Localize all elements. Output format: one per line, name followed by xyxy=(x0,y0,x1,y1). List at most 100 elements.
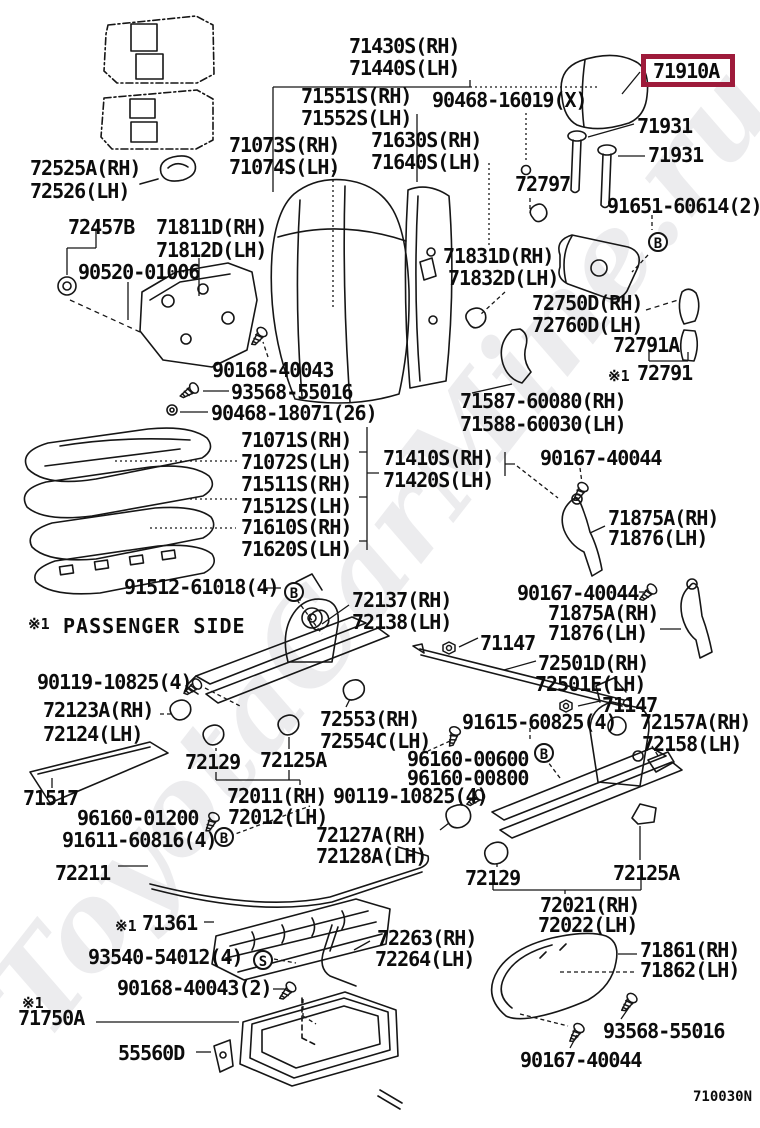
part-label[interactable]: 71876(LH) xyxy=(548,621,648,645)
part-label[interactable]: 93568-55016 xyxy=(231,380,353,404)
part-label[interactable]: 72750D(RH) xyxy=(532,291,643,315)
part-label[interactable]: 71071S(RH) xyxy=(241,428,352,452)
part-label[interactable]: 72760D(LH) xyxy=(532,313,643,337)
part-label[interactable]: 71875A(RH) xyxy=(608,506,719,530)
diagram-code: 710030N xyxy=(693,1089,753,1105)
fastener-marker-b: B xyxy=(284,582,304,602)
part-label[interactable]: 71552S(LH) xyxy=(301,106,412,130)
part-label[interactable]: 71875A(RH) xyxy=(548,601,659,625)
part-label[interactable]: 71073S(RH) xyxy=(229,133,340,157)
part-label[interactable]: 72211 xyxy=(55,861,111,885)
part-label[interactable]: 91615-60825(4) xyxy=(462,710,618,734)
part-label[interactable]: 96160-00800 xyxy=(407,766,529,790)
part-label[interactable]: 71832D(LH) xyxy=(448,266,559,290)
part-label[interactable]: 72791A xyxy=(613,333,680,357)
part-label[interactable]: 72501E(LH) xyxy=(535,672,646,696)
part-label[interactable]: 71811D(RH) xyxy=(156,215,267,239)
part-label-highlighted[interactable]: 71910A xyxy=(653,59,720,83)
ref-mark: ※1 xyxy=(115,917,137,935)
part-label[interactable]: 90119-10825(4) xyxy=(37,670,193,694)
part-label[interactable]: 72124(LH) xyxy=(43,722,143,746)
part-label[interactable]: 96160-00600 xyxy=(407,747,529,771)
part-label[interactable]: 71812D(LH) xyxy=(156,238,267,262)
part-label[interactable]: 71551S(RH) xyxy=(301,84,412,108)
part-label[interactable]: 72157A(RH) xyxy=(640,710,751,734)
part-label[interactable]: 96160-01200 xyxy=(77,806,199,830)
part-label[interactable]: 90468-16019(X) xyxy=(432,88,588,112)
part-label[interactable]: 72554C(LH) xyxy=(320,729,431,753)
part-label[interactable]: 71588-60030(LH) xyxy=(460,412,627,436)
part-label[interactable]: 72011(RH) xyxy=(227,784,327,808)
part-label[interactable]: 71610S(RH) xyxy=(241,515,352,539)
part-label[interactable]: 71876(LH) xyxy=(608,526,708,550)
part-label[interactable]: 90119-10825(4) xyxy=(333,784,489,808)
part-label[interactable]: 72129 xyxy=(185,750,241,774)
part-label[interactable]: 71861(RH) xyxy=(640,938,740,962)
part-label[interactable]: 71517 xyxy=(23,786,79,810)
part-label[interactable]: 91651-60614(2) xyxy=(607,194,760,218)
part-label[interactable]: 71147 xyxy=(602,693,658,717)
part-label[interactable]: 71511S(RH) xyxy=(241,472,352,496)
part-label[interactable]: 72129 xyxy=(465,866,521,890)
part-label[interactable]: 72021(RH) xyxy=(540,893,640,917)
part-label[interactable]: 90167-40044 xyxy=(540,446,662,470)
part-label[interactable]: 72553(RH) xyxy=(320,707,420,731)
part-label[interactable]: 72128A(LH) xyxy=(316,844,427,868)
ref-mark: ※1 xyxy=(608,367,630,385)
part-label[interactable]: 72138(LH) xyxy=(352,610,452,634)
part-label[interactable]: 71512S(LH) xyxy=(241,494,352,518)
part-label[interactable]: 71420S(LH) xyxy=(383,468,494,492)
part-label[interactable]: 72012(LH) xyxy=(228,805,328,829)
part-label[interactable]: 72501D(RH) xyxy=(538,651,649,675)
part-label[interactable]: 71410S(RH) xyxy=(383,446,494,470)
part-label[interactable]: 71630S(RH) xyxy=(371,128,482,152)
part-label[interactable]: 72022(LH) xyxy=(538,913,638,937)
part-label[interactable]: 90167-40044 xyxy=(520,1048,642,1072)
part-label[interactable]: 72797 xyxy=(515,172,571,196)
part-label[interactable]: 90520-01006 xyxy=(78,260,200,284)
part-label[interactable]: 55560D xyxy=(118,1041,185,1065)
part-label[interactable]: 72264(LH) xyxy=(375,947,475,971)
part-label[interactable]: 93540-54012(4) xyxy=(88,945,244,969)
part-label[interactable]: 71587-60080(RH) xyxy=(460,389,627,413)
part-label[interactable]: 90167-40044 xyxy=(517,581,639,605)
part-label[interactable]: 71931 xyxy=(648,143,704,167)
part-label[interactable]: 72125A xyxy=(613,861,680,885)
part-label[interactable]: 71931 xyxy=(637,114,693,138)
part-label[interactable]: 91512-61018(4) xyxy=(124,575,280,599)
part-label[interactable]: 72526(LH) xyxy=(30,179,130,203)
part-label[interactable]: 72263(RH) xyxy=(377,926,477,950)
part-label[interactable]: 71640S(LH) xyxy=(371,150,482,174)
part-label[interactable]: 90468-18071(26) xyxy=(211,401,378,425)
part-label[interactable]: 72158(LH) xyxy=(642,732,742,756)
passenger-side-note: PASSENGER SIDE xyxy=(63,614,246,638)
part-label[interactable]: 71147 xyxy=(480,631,536,655)
part-label[interactable]: 71440S(LH) xyxy=(349,56,460,80)
part-label[interactable]: 93568-55016 xyxy=(603,1019,725,1043)
part-label[interactable]: 71620S(LH) xyxy=(241,537,352,561)
part-label[interactable]: 72137(RH) xyxy=(352,588,452,612)
ref-mark: ※1 xyxy=(22,994,44,1012)
part-label[interactable]: 71074S(LH) xyxy=(229,155,340,179)
part-label[interactable]: 71072S(LH) xyxy=(241,450,352,474)
part-label[interactable]: 72127A(RH) xyxy=(316,823,427,847)
part-label[interactable]: 72123A(RH) xyxy=(43,698,154,722)
part-label[interactable]: 90168-40043(2) xyxy=(117,976,273,1000)
part-label[interactable]: 72457B xyxy=(68,215,135,239)
part-label[interactable]: 91611-60816(4) xyxy=(62,828,218,852)
part-label[interactable]: 72125A xyxy=(260,748,327,772)
part-label[interactable]: 72791 xyxy=(637,361,693,385)
fastener-marker-b: B xyxy=(214,827,234,847)
part-label[interactable]: 71361 xyxy=(142,911,198,935)
fastener-marker-b: B xyxy=(648,232,668,252)
part-label[interactable]: 71831D(RH) xyxy=(443,244,554,268)
part-label[interactable]: 90168-40043 xyxy=(212,358,334,382)
fastener-marker-b: B xyxy=(534,743,554,763)
part-label[interactable]: 72525A(RH) xyxy=(30,156,141,180)
part-label[interactable]: 71750A xyxy=(18,1006,85,1030)
fastener-marker-s: S xyxy=(253,950,273,970)
part-label[interactable]: 71430S(RH) xyxy=(349,34,460,58)
part-label[interactable]: 71862(LH) xyxy=(640,958,740,982)
